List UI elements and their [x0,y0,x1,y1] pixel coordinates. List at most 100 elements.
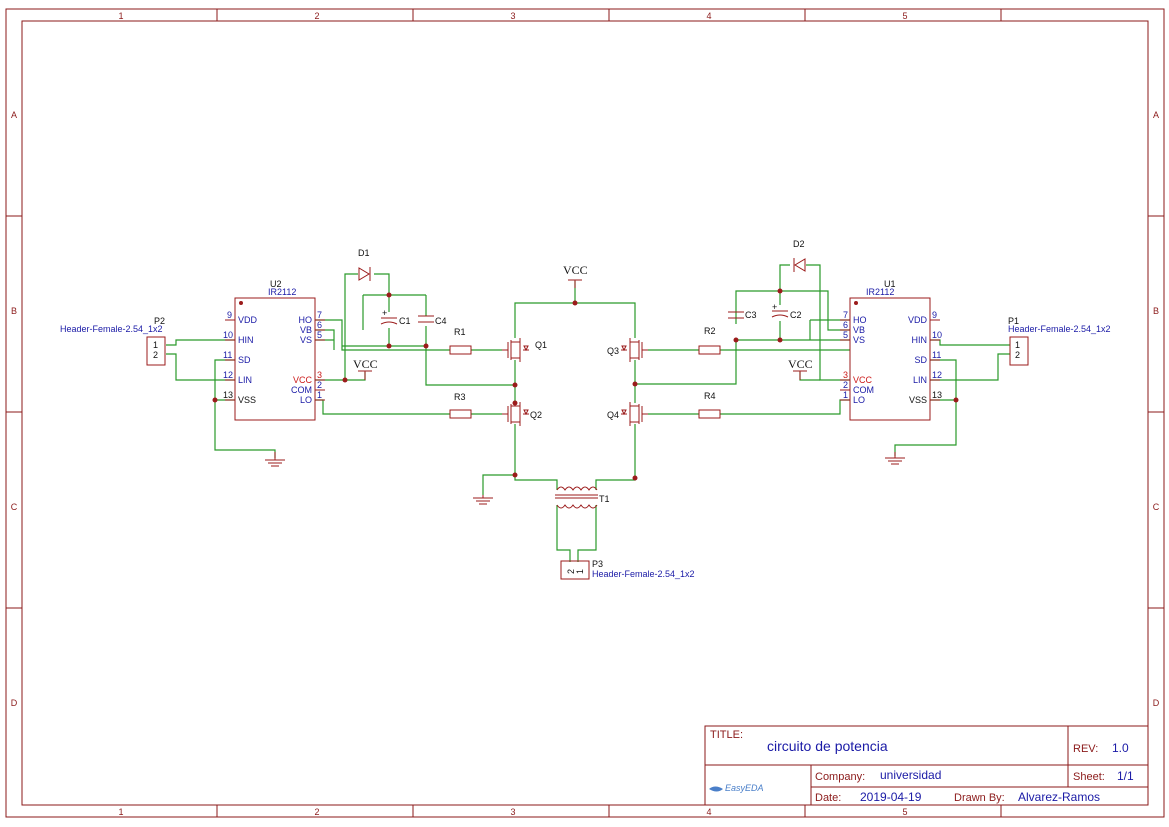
col-label-top-1: 1 [118,11,123,21]
drawing-title: circuito de potencia [767,738,888,754]
c1-ref: C1 [399,316,411,326]
header-p3: 2 1 P3 Header-Female-2.54_1x2 [560,559,695,580]
u1-pin-name-sd: SD [914,355,927,365]
col-label-bottom-3: 3 [510,807,515,817]
drawn-by-value: Alvarez-Ramos [1018,790,1100,804]
u1-pin-name-lo: LO [853,395,865,405]
u1-pin-num-vb: 6 [843,320,848,330]
p1-pin1-label: 1 [1015,340,1020,350]
svg-text:+: + [772,302,777,312]
company-value: universidad [880,768,941,782]
col-label-bottom-5: 5 [902,807,907,817]
col-label-bottom-4: 4 [706,807,711,817]
col-label-top-2: 2 [314,11,319,21]
c2-ref: C2 [790,310,802,320]
p2-ref: P2 [154,316,165,326]
junctions [212,288,959,481]
mosfet-q2: Q2 [502,402,542,426]
u1-pin-name-vdd: VDD [908,315,928,325]
row-label-left-c: C [11,502,18,512]
mosfet-q3: Q3 [607,338,648,362]
svg-text:+: + [382,308,387,318]
col-label-top-4: 4 [706,11,711,21]
u1-pin-num-ho: 7 [843,310,848,320]
ic-u2: U2 IR2112 9 10 11 12 13 VDD HIN SD LIN V… [223,279,325,421]
u1-pin-name-vs: VS [853,335,865,345]
u1-pin-name-hin: HIN [912,335,928,345]
u2-pin-num-vcc: 3 [317,370,322,380]
u2-pin-name-vdd: VDD [238,315,258,325]
diode-d2: D2 [793,239,806,272]
u2-pin-name-vss: VSS [238,395,256,405]
u1-pin-num-com: 2 [843,380,848,390]
u1-pin-num-vs: 5 [843,330,848,340]
col-label-bottom-1: 1 [118,807,123,817]
u1-pin-name-vss: VSS [909,395,927,405]
u1-pin-name-vcc: VCC [853,375,873,385]
u1-pin-num-lin: 12 [932,370,942,380]
row-label-left-d: D [11,698,18,708]
d1-ref: D1 [358,248,370,258]
q4-ref: Q4 [607,410,619,420]
u1-ref: U1 [884,279,896,289]
vcc-symbol-top: VCC [563,263,588,288]
u2-pin-num-vb: 6 [317,320,322,330]
t1-ref: T1 [599,494,610,504]
row-label-left-a: A [11,110,17,120]
ic-u1: U1 IR2112 7 6 5 3 2 1 HO VB VS VCC COM L… [840,279,942,421]
u2-pin-num-sd: 11 [223,350,232,360]
u1-part: IR2112 [866,287,894,297]
q2-ref: Q2 [530,410,542,420]
row-label-left-b: B [11,306,17,316]
row-label-right-a: A [1153,110,1159,120]
u1-pin-num-vss: 13 [932,390,942,400]
capacitor-c3: C3 [728,310,757,320]
u2-pin-name-hin: HIN [238,335,254,345]
p2-pin2-label: 2 [153,350,158,360]
ground-icon [473,495,493,505]
p3-pin1-label: 1 [575,569,585,574]
vcc-symbol-right: VCC [788,357,813,380]
sheet-value: 1/1 [1117,769,1134,783]
r2-ref: R2 [704,326,716,336]
title-label: TITLE: [710,729,743,741]
p1-part: Header-Female-2.54_1x2 [1008,324,1111,334]
p2-pin1-label: 1 [153,340,158,350]
u1-pin-num-vdd: 9 [932,310,937,320]
rev-label: REV: [1073,743,1098,755]
vcc-symbol-left: VCC [353,357,378,380]
capacitor-c4: C4 [418,315,447,326]
u2-pin-num-vss: 13 [223,390,233,400]
row-label-right-c: C [1153,502,1160,512]
q1-ref: Q1 [535,340,547,350]
u2-pin-name-vcc: VCC [293,375,313,385]
r3-ref: R3 [454,392,466,402]
u2-ref: U2 [270,279,282,289]
mosfet-q1: Q1 [502,338,547,362]
u2-pin-num-hin: 10 [223,330,233,340]
u2-pin-num-com: 2 [317,380,322,390]
u2-pin-name-vs: VS [300,335,312,345]
date-value: 2019-04-19 [860,790,922,804]
resistor-r3: R3 [449,392,472,419]
u2-pin-num-ho: 7 [317,310,322,320]
p1-pin2-label: 2 [1015,350,1020,360]
capacitor-c1: + C1 [380,308,411,326]
u2-pin-name-sd: SD [238,355,251,365]
drawn-by-label: Drawn By: [954,792,1005,804]
resistor-r4: R4 [698,391,721,419]
date-label: Date: [815,792,841,804]
q3-ref: Q3 [607,346,619,356]
title-block: TITLE: circuito de potencia REV: 1.0 Com… [704,725,1149,806]
transformer-t1: T1 [555,486,610,509]
ground-icon [265,452,285,467]
diode-d1: D1 [358,248,371,281]
u1-pin-name-vb: VB [853,325,865,335]
col-label-bottom-2: 2 [314,807,319,817]
u1-pin-num-sd: 11 [932,350,941,360]
row-label-right-b: B [1153,306,1159,316]
p3-part: Header-Female-2.54_1x2 [592,569,695,579]
col-label-top-3: 3 [510,11,515,21]
p3-pin2-label: 2 [566,569,576,574]
r4-ref: R4 [704,391,716,401]
